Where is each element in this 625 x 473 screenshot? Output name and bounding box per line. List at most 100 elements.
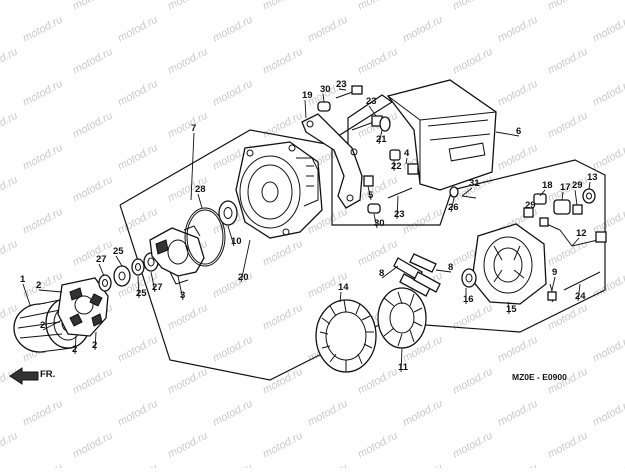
callout-number: 16 xyxy=(463,294,474,305)
watermark-text: motod.ru xyxy=(21,398,65,429)
callout-number: 8 xyxy=(448,262,453,273)
callout-leader xyxy=(588,181,591,190)
watermark-text: motod.ru xyxy=(496,78,540,109)
watermark-text: motod.ru xyxy=(166,366,210,397)
rotor-part xyxy=(377,287,427,349)
callout-leader xyxy=(577,283,581,302)
callout-leader xyxy=(304,99,307,119)
watermark-text: motod.ru xyxy=(496,334,540,365)
callout-leader xyxy=(400,347,403,373)
watermark-text: motod.ru xyxy=(211,78,255,109)
watermark-text: motod.ru xyxy=(21,142,65,173)
watermark-text: motod.ru xyxy=(116,334,160,365)
callout-number: 23 xyxy=(394,209,405,220)
callout-number: 25 xyxy=(113,246,124,257)
callout-leader xyxy=(339,291,342,303)
callout-number: 12 xyxy=(576,228,587,239)
watermark-text: motod.ru xyxy=(166,110,210,141)
callout-number: 24 xyxy=(575,291,586,302)
watermark-text: motod.ru xyxy=(71,174,115,205)
callout-number: 7 xyxy=(191,123,196,134)
pulley-part xyxy=(13,297,91,353)
callout-leader xyxy=(74,335,77,355)
callout-leader xyxy=(368,105,377,117)
watermark-text: motod.ru xyxy=(306,14,350,45)
watermark-text: motod.ru xyxy=(116,78,160,109)
watermark-text: motod.ru xyxy=(0,46,20,77)
watermark-text: motod.ru xyxy=(306,398,350,429)
rear-bearing-part xyxy=(461,268,477,288)
callout-number: 28 xyxy=(195,184,206,195)
callout-leader xyxy=(38,289,63,293)
callout-leader xyxy=(373,213,378,229)
callout-leader xyxy=(378,129,383,145)
watermark-text: motod.ru xyxy=(401,462,445,468)
callout-number: 2 xyxy=(36,280,41,291)
bracket-part xyxy=(301,113,363,209)
watermark-text: motod.ru xyxy=(116,462,160,468)
watermark-text: motod.ru xyxy=(21,462,65,468)
watermark-text: motod.ru xyxy=(71,366,115,397)
watermark-text: motod.ru xyxy=(546,430,590,461)
watermark-text: motod.ru xyxy=(116,14,160,45)
watermark-text: motod.ru xyxy=(451,366,495,397)
watermark-text: motod.ru xyxy=(211,14,255,45)
watermark-text: motod.ru xyxy=(116,398,160,429)
diagram-code: MZ0E - E0900 xyxy=(512,372,567,382)
watermark-text: motod.ru xyxy=(0,430,20,461)
watermark-text: motod.ru xyxy=(496,142,540,173)
callout-number: 20 xyxy=(238,272,249,283)
callout-number: 2 xyxy=(72,344,77,355)
callout-leader xyxy=(381,265,399,279)
watermark-text: motod.ru xyxy=(166,46,210,77)
watermark-text: motod.ru xyxy=(356,238,400,269)
callout-number: 31 xyxy=(469,178,480,189)
watermark-text: motod.ru xyxy=(0,238,20,269)
callout-leader xyxy=(150,271,156,293)
callout-number: 29 xyxy=(572,180,583,191)
callout-number: 5 xyxy=(368,190,374,201)
watermark-text: motod.ru xyxy=(0,110,20,141)
watermark-text: motod.ru xyxy=(591,398,625,429)
callout-leader xyxy=(115,255,123,267)
rear-housing-part xyxy=(471,223,547,305)
watermark-text: motod.ru xyxy=(451,0,495,13)
watermark-text: motod.ru xyxy=(401,206,445,237)
watermark-text: motod.ru xyxy=(261,302,305,333)
callout-leader xyxy=(227,225,235,247)
watermark-text: motod.ru xyxy=(21,14,65,45)
callout-number: 22 xyxy=(391,161,402,172)
front-cover-part xyxy=(235,141,323,239)
watermark-text: motod.ru xyxy=(496,14,540,45)
o-ring-part xyxy=(184,207,226,267)
watermark-text: motod.ru xyxy=(591,334,625,365)
watermark-text: motod.ru xyxy=(546,46,590,77)
watermark-text: motod.ru xyxy=(166,430,210,461)
callout-number: 23 xyxy=(366,96,377,107)
watermark-text: motod.ru xyxy=(116,206,160,237)
callout-leader xyxy=(495,131,520,137)
callout-leader xyxy=(574,189,578,206)
callout-leader xyxy=(197,193,203,209)
callout-number: 4 xyxy=(404,148,410,159)
callout-leader xyxy=(137,275,140,299)
watermark-text: motod.ru xyxy=(21,206,65,237)
watermark-text: motod.ru xyxy=(211,334,255,365)
watermark-text: motod.ru xyxy=(0,366,20,397)
callout-leader xyxy=(177,275,184,301)
callout-number: 13 xyxy=(587,172,598,183)
watermark-text: motod.ru xyxy=(546,110,590,141)
watermark-text: motod.ru xyxy=(451,430,495,461)
callout-leader xyxy=(22,283,31,306)
watermark-text: motod.ru xyxy=(261,366,305,397)
callout-number: 27 xyxy=(96,254,107,265)
callout-number: 8 xyxy=(379,268,384,279)
callout-leader xyxy=(539,189,546,197)
stator-part xyxy=(315,299,377,373)
watermark-text: motod.ru xyxy=(591,462,625,468)
watermark-text: motod.ru xyxy=(591,78,625,109)
watermark-text: motod.ru xyxy=(71,0,115,13)
